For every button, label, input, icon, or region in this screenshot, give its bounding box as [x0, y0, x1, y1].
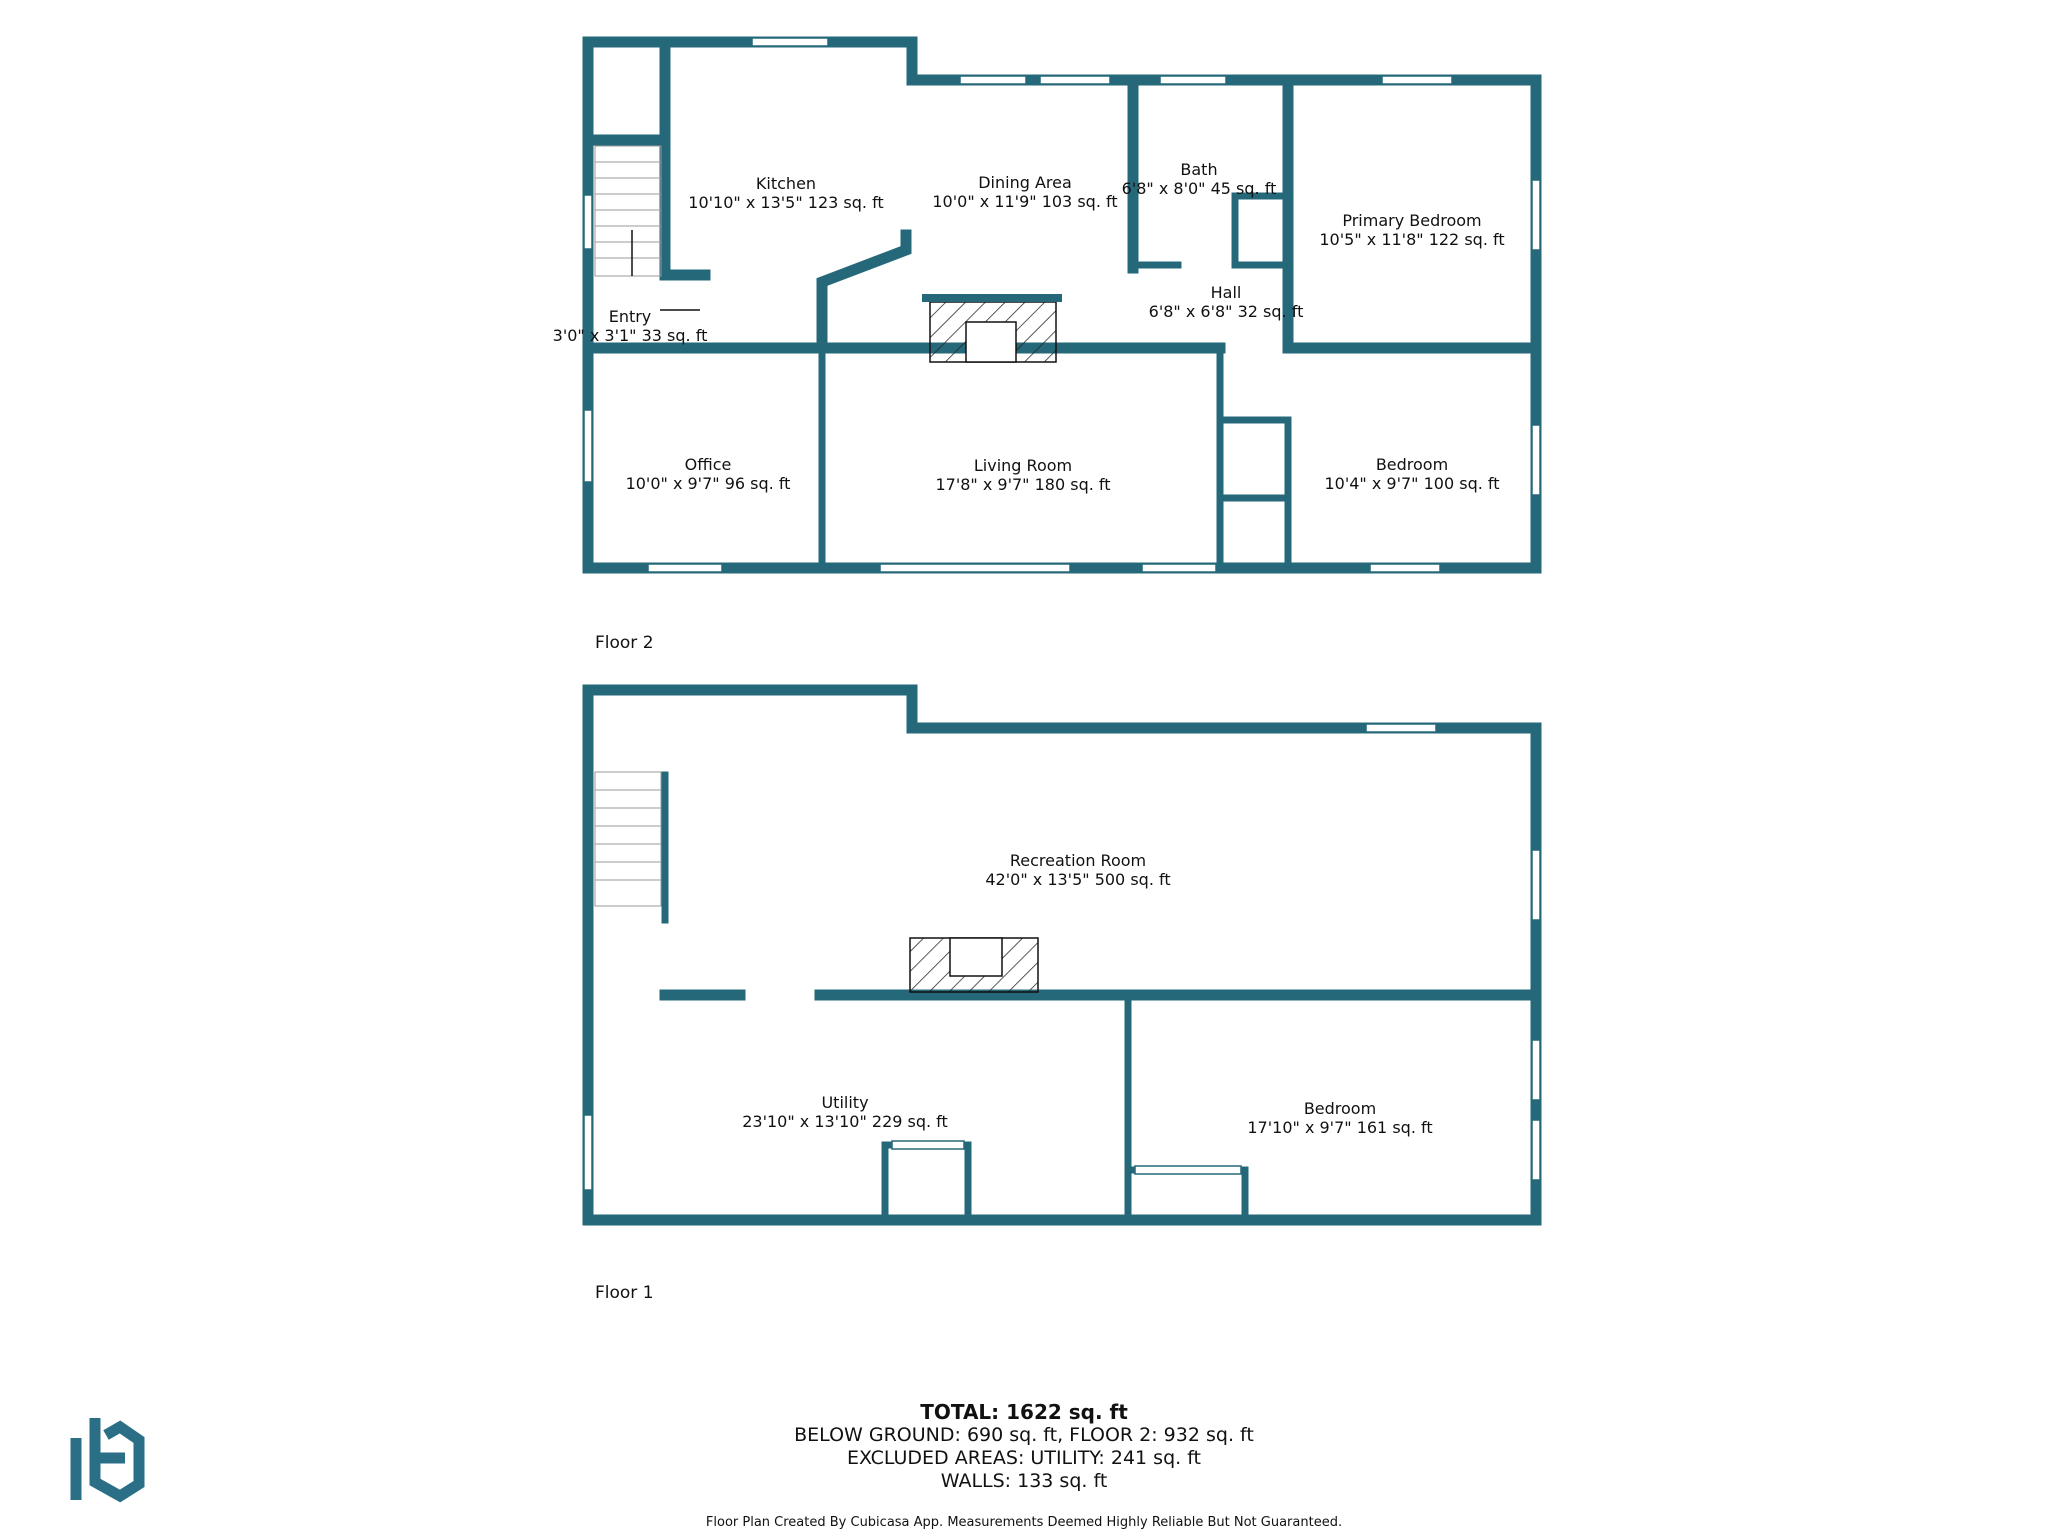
summary-excluded: EXCLUDED AREAS: UTILITY: 241 sq. ft	[846, 1447, 1202, 1469]
floor-2-outer-wall	[582, 36, 1542, 574]
room-name-bedroom-f2: Bedroom	[1376, 455, 1448, 474]
floor-1-room-labels: Recreation Room 42'0" x 13'5" 500 sq. ft…	[742, 851, 1432, 1137]
window	[1531, 424, 1541, 496]
room-dim-dining: 10'0" x 11'9" 103 sq. ft	[932, 192, 1117, 211]
summary-total: TOTAL: 1622 sq. ft	[920, 1400, 1128, 1424]
window	[751, 37, 829, 47]
room-name-office: Office	[685, 455, 732, 474]
wall	[1124, 1166, 1249, 1224]
room-dim-bedroom-f2: 10'4" x 9'7" 100 sq. ft	[1324, 474, 1499, 493]
house-h-logo-icon	[70, 1418, 145, 1503]
room-name-utility: Utility	[821, 1093, 868, 1112]
floor-1-outer-wall	[582, 684, 1542, 1226]
room-name-primary-bedroom: Primary Bedroom	[1342, 211, 1481, 230]
room-name-hall: Hall	[1211, 283, 1242, 302]
floor-2-room-labels: Kitchen 10'10" x 13'5" 123 sq. ft Dining…	[553, 160, 1505, 494]
room-name-entry: Entry	[609, 307, 652, 326]
floor-1-plan	[582, 684, 1542, 1226]
room-dim-kitchen: 10'10" x 13'5" 123 sq. ft	[688, 193, 883, 212]
room-name-recreation: Recreation Room	[1010, 851, 1146, 870]
room-dim-entry: 3'0" x 3'1" 33 sq. ft	[553, 326, 708, 345]
window	[959, 75, 1027, 85]
window	[1531, 179, 1541, 251]
room-dim-primary-bedroom: 10'5" x 11'8" 122 sq. ft	[1319, 230, 1504, 249]
window	[891, 1140, 965, 1150]
window	[1531, 849, 1541, 921]
area-summary: TOTAL: 1622 sq. ft BELOW GROUND: 690 sq.…	[0, 1400, 2048, 1493]
room-name-dining: Dining Area	[978, 173, 1072, 192]
floor-2-windows	[583, 37, 1541, 573]
window	[879, 563, 1071, 573]
room-dim-office: 10'0" x 9'7" 96 sq. ft	[626, 474, 791, 493]
window	[1381, 75, 1453, 85]
summary-walls: WALLS: 133 sq. ft	[940, 1470, 1108, 1492]
room-dim-hall: 6'8" x 6'8" 32 sq. ft	[1149, 302, 1304, 321]
room-dim-recreation: 42'0" x 13'5" 500 sq. ft	[985, 870, 1170, 889]
room-dim-utility: 23'10" x 13'10" 229 sq. ft	[742, 1112, 948, 1131]
window	[1141, 563, 1217, 573]
window	[1531, 1039, 1541, 1101]
window	[583, 1114, 593, 1191]
floor-2-fireplace	[922, 294, 1062, 363]
wall	[881, 1141, 972, 1224]
window	[1159, 75, 1227, 85]
floor-2-plan	[582, 36, 1542, 574]
summary-below-ground: BELOW GROUND: 690 sq. ft, FLOOR 2: 932 s…	[794, 1424, 1254, 1446]
window	[1369, 563, 1441, 573]
wall	[1231, 192, 1292, 266]
room-name-bedroom-f1: Bedroom	[1304, 1099, 1376, 1118]
wall	[1216, 416, 1292, 572]
floor-1-windows	[583, 723, 1541, 1191]
room-dim-bath: 6'8" x 8'0" 45 sq. ft	[1122, 179, 1277, 198]
room-name-living: Living Room	[974, 456, 1072, 475]
floor-2-label: Floor 2	[595, 633, 654, 653]
room-dim-bedroom-f1: 17'10" x 9'7" 161 sq. ft	[1247, 1118, 1432, 1137]
window	[583, 409, 593, 483]
footer-disclaimer: Floor Plan Created By Cubicasa App. Meas…	[705, 1515, 1343, 1530]
window	[1134, 1165, 1242, 1175]
floor-2-stairs	[594, 145, 662, 277]
window	[647, 563, 723, 573]
window	[583, 194, 593, 250]
floor-1-label: Floor 1	[595, 1283, 654, 1303]
window	[1039, 75, 1111, 85]
floor-1-stairs	[594, 771, 662, 907]
wall	[816, 229, 912, 351]
room-name-bath: Bath	[1180, 160, 1217, 179]
room-dim-living: 17'8" x 9'7" 180 sq. ft	[935, 475, 1110, 494]
window	[1531, 1119, 1541, 1181]
room-name-kitchen: Kitchen	[756, 174, 816, 193]
window	[1365, 723, 1437, 733]
floor-1-fireplace	[909, 937, 1039, 993]
